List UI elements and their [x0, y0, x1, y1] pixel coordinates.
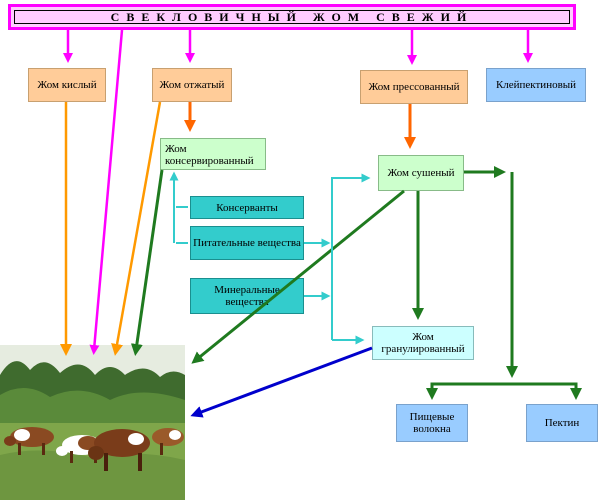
arrow-konservirovanny-to-cows: [130, 169, 164, 356]
node-pitatelnye-veshchestva: Питательные вещества: [190, 226, 304, 260]
node-mineralnye-veshchestva: Минеральные вещества: [190, 278, 304, 314]
diagram-title: СВЕКЛОВИЧНЫЙ ЖОМ СВЕЖИЙ: [8, 4, 576, 30]
node-zhom-konservirovanny: Жом консервированный: [160, 138, 266, 170]
node-zhom-kisly: Жом кислый: [28, 68, 106, 102]
node-zhom-sushenyi: Жом сушеный: [378, 155, 464, 191]
node-kleypektinovy: Клейпектиновый: [486, 68, 586, 102]
node-zhom-pressovanny: Жом прессованный: [360, 70, 468, 104]
arrow-granulirovanny-to-cows: [190, 346, 373, 418]
arrow-sushenyi-to-cows: [191, 189, 405, 364]
line-cyan-vertical: [331, 177, 362, 340]
arrow-otzhaty-to-cows: [111, 101, 162, 356]
node-zhom-otzhaty: Жом отжатый: [152, 68, 232, 102]
node-zhom-granulirovanny: Жом гранулированный: [372, 326, 474, 360]
branch-split-line: [430, 382, 578, 392]
arrow-title-to-cows: [89, 29, 124, 355]
node-konservanty: Консерванты: [190, 196, 304, 219]
node-pishchevye-volokna: Пищевые волокна: [396, 404, 468, 442]
node-pektin: Пектин: [526, 404, 598, 442]
